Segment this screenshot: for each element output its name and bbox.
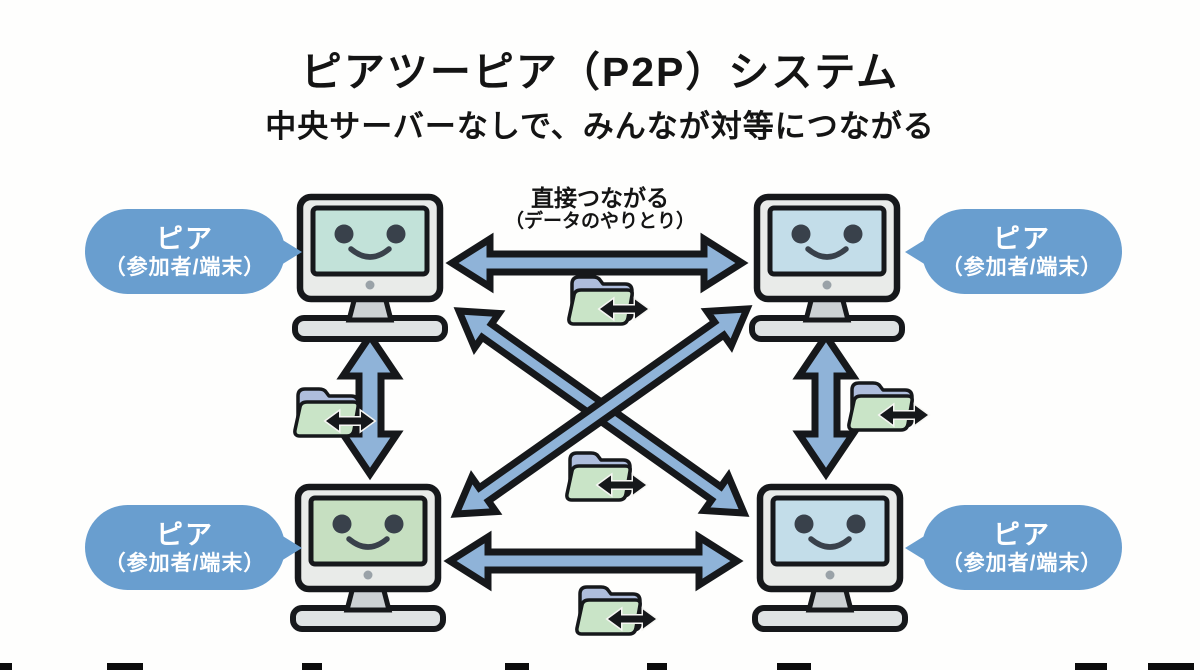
peer-bubble-top-left: ピア （参加者/端末） [85, 209, 302, 294]
peer-bubble-label: ピア [993, 223, 1051, 254]
bubble-tail-icon [905, 238, 926, 265]
peer-bubble-sublabel: （参加者/端末） [104, 552, 266, 576]
double-arrow-diagonal-bl-tr [450, 305, 753, 518]
peer-bubble-top-right: ピア （参加者/端末） [905, 209, 1122, 294]
folder-transfer-icon-top [567, 275, 651, 326]
double-arrow-top-horizontal [445, 232, 749, 294]
peer-bubble-label: ピア [156, 519, 214, 550]
connection-label: 直接つながる （データのやりとり） [400, 185, 800, 233]
folder-transfer-icon-center [565, 451, 649, 502]
peer-bubble-sublabel: （参加者/端末） [104, 256, 266, 280]
bubble-tail-icon [281, 534, 302, 561]
double-arrow-bottom-horizontal [443, 530, 744, 592]
bubble-tail-icon [281, 238, 302, 265]
peer-bubble-sublabel: （参加者/端末） [941, 256, 1103, 280]
bubble-tail-icon [905, 534, 926, 561]
page-title: ピアツーピア（P2P）システム [300, 49, 900, 95]
peer-bubble-label: ピア [993, 519, 1051, 550]
folder-transfer-icon-right [847, 381, 931, 432]
double-arrow-left-vertical [336, 329, 404, 481]
peer-bubble-sublabel: （参加者/端末） [941, 552, 1103, 576]
computer-icon-top-right [749, 193, 905, 342]
double-arrow-right-vertical [792, 329, 860, 481]
computer-icon-bottom-right [752, 483, 908, 632]
computer-icon-bottom-left [290, 483, 446, 632]
connection-label-line2: （データのやりとり） [504, 211, 695, 233]
peer-bubble-label: ピア [156, 223, 214, 254]
connection-label-line1: 直接つながる [531, 185, 669, 211]
page-subtitle: 中央サーバーなしで、みんなが対等につながる [265, 109, 935, 144]
peer-bubble-bottom-left: ピア （参加者/端末） [85, 505, 302, 590]
folder-transfer-icon-bottom [575, 585, 659, 636]
peer-bubble-bottom-right: ピア （参加者/端末） [905, 505, 1122, 590]
folder-transfer-icon-left [293, 387, 377, 438]
computer-icon-top-left [292, 193, 448, 342]
